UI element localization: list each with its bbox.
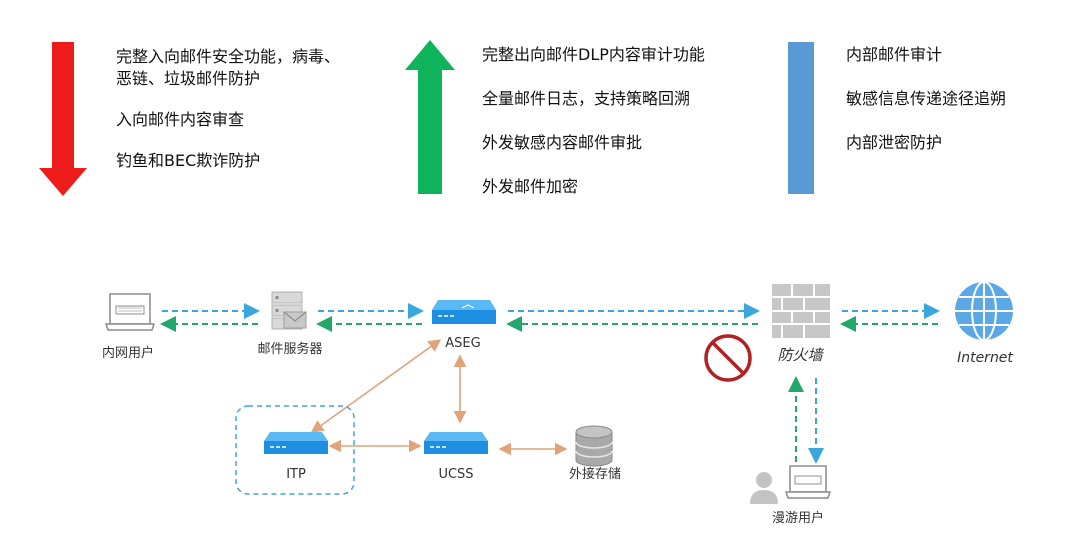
laptop-icon	[104, 293, 156, 331]
roaming-user-label: 漫游用户	[772, 510, 824, 526]
storage-icon	[575, 425, 613, 467]
outbound-feature-3: 外发敏感内容邮件审批	[482, 133, 643, 152]
inbound-flow-lines	[162, 303, 940, 464]
mail-server-icon	[271, 291, 307, 330]
inbound-feature-1: 完整入向邮件安全功能，病毒、 恶链、垃圾邮件防护	[116, 47, 341, 88]
firewall-label: 防火墙	[777, 346, 824, 364]
internal-features: 内部邮件审计 敏感信息传递途径追朔 内部泄密防护	[846, 44, 1066, 154]
person-icon	[750, 472, 778, 504]
outbound-feature-1: 完整出向邮件DLP内容审计功能	[482, 45, 705, 64]
outbound-flow-lines	[160, 316, 938, 462]
roaming-laptop-icon	[784, 465, 832, 499]
inbound-arrow	[39, 42, 87, 196]
itp-label: ITP	[286, 467, 306, 482]
internal-feature-1: 内部邮件审计	[846, 45, 943, 64]
aseg-device-icon	[432, 300, 496, 324]
ucss-device-icon	[424, 432, 488, 454]
internal-feature-2: 敏感信息传递途径追朔	[846, 89, 1007, 108]
ucss-label: UCSS	[438, 467, 473, 482]
globe-icon	[955, 281, 1013, 341]
outbound-arrow	[405, 40, 455, 194]
intranet-user-label: 内网用户	[102, 345, 154, 361]
inbound-feature-2: 入向邮件内容审查	[116, 110, 245, 129]
outbound-features: 完整出向邮件DLP内容审计功能 全量邮件日志，支持策略回溯 外发敏感内容邮件审批…	[482, 44, 762, 198]
storage-label: 外接存储	[569, 466, 621, 482]
mail-server-label: 邮件服务器	[257, 341, 322, 357]
internal-feature-3: 内部泄密防护	[846, 133, 943, 152]
inbound-feature-3: 钓鱼和BEC欺诈防护	[116, 151, 261, 170]
internal-links	[310, 339, 568, 456]
block-icon	[704, 334, 752, 382]
outbound-feature-2: 全量邮件日志，支持策略回溯	[482, 89, 691, 108]
inbound-features: 完整入向邮件安全功能，病毒、 恶链、垃圾邮件防护 入向邮件内容审查 钓鱼和BEC…	[116, 46, 386, 172]
itp-group-box	[235, 405, 355, 495]
internal-bar	[788, 42, 814, 194]
internet-label: Internet	[957, 350, 1013, 366]
itp-device-icon	[264, 432, 328, 454]
firewall-icon	[772, 284, 830, 338]
aseg-label: ASEG	[445, 336, 480, 351]
outbound-feature-4: 外发邮件加密	[482, 177, 579, 196]
